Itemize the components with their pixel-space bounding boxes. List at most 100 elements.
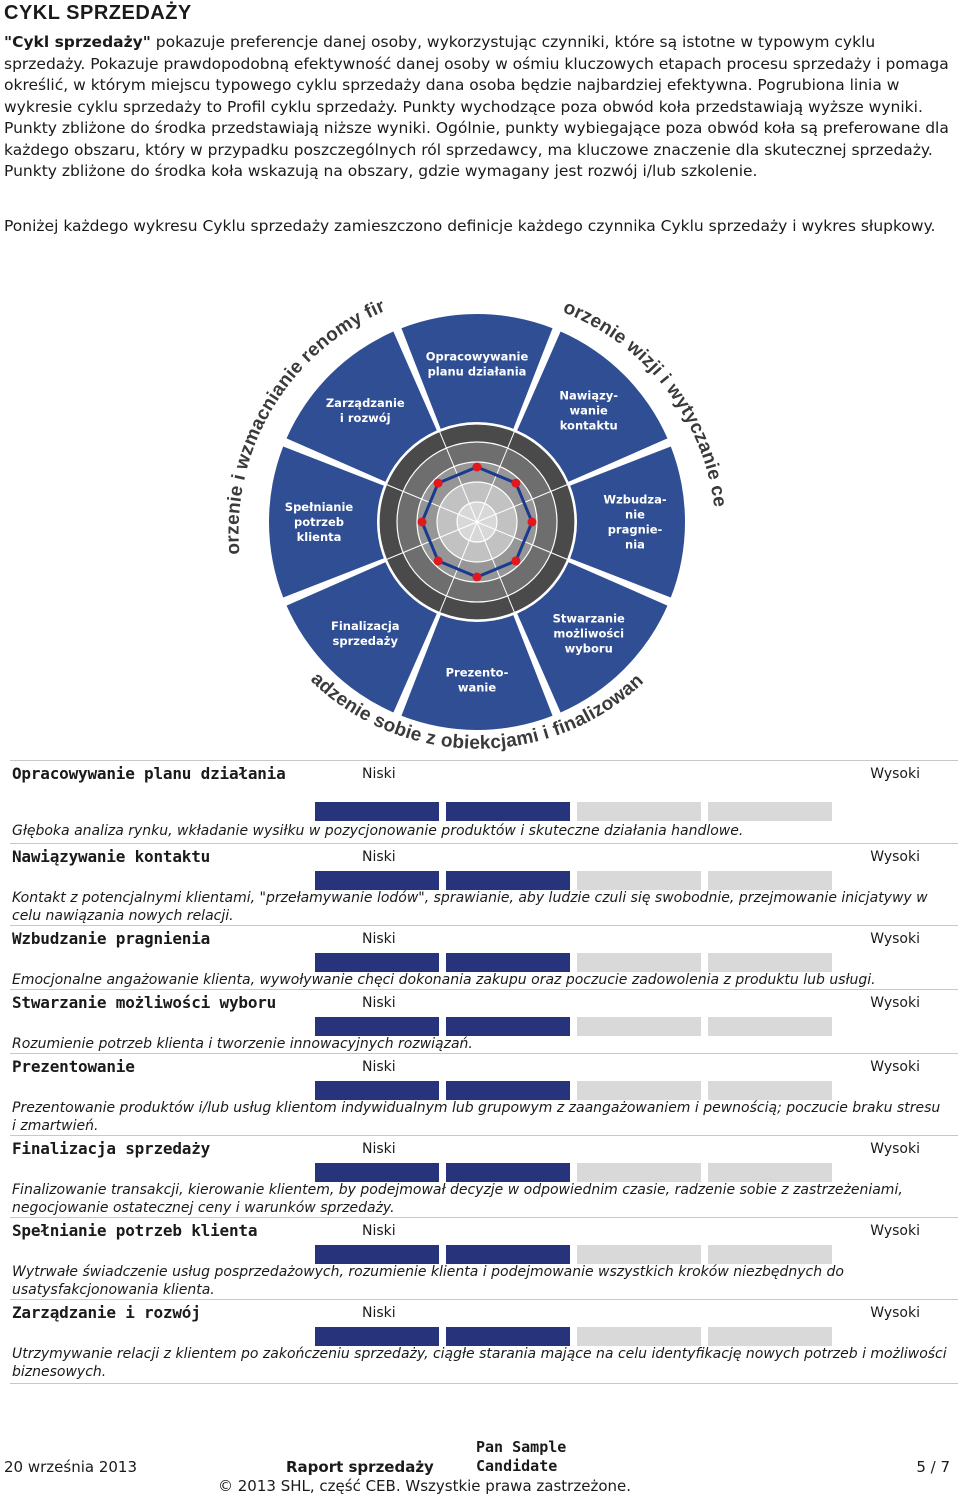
factor-name: Finalizacja sprzedaży bbox=[12, 1139, 211, 1158]
bar-segment bbox=[708, 1327, 832, 1346]
bar-segment bbox=[446, 1081, 570, 1100]
wheel-spoke bbox=[476, 521, 515, 613]
scale-high-label: Wysoki bbox=[870, 931, 920, 947]
factor-name: Zarządzanie i rozwój bbox=[12, 1303, 201, 1322]
wheel-segment bbox=[286, 562, 437, 713]
bar-segment bbox=[577, 1017, 701, 1036]
profile-line bbox=[417, 462, 537, 582]
scale-low-label: Niski bbox=[362, 1223, 396, 1239]
factor-description: Emocjonalne angażowanie klienta, wywoływ… bbox=[12, 972, 876, 988]
factor-description: Utrzymywanie relacji z klientem po zakoń… bbox=[12, 1346, 947, 1380]
factor-bar bbox=[315, 1163, 832, 1182]
bar-segment bbox=[446, 1245, 570, 1264]
bar-segment bbox=[577, 871, 701, 890]
factor-bar bbox=[315, 871, 832, 890]
wheel-spoke bbox=[476, 521, 568, 560]
wheel-segment-label: Prezento-wanie bbox=[446, 666, 509, 695]
factor-bar bbox=[315, 1245, 832, 1264]
wheel-spoke bbox=[439, 431, 478, 523]
wheel-spoke bbox=[476, 431, 515, 523]
wheel-segments bbox=[269, 314, 685, 730]
scale-high-label: Wysoki bbox=[870, 1223, 920, 1239]
profile-point bbox=[472, 572, 482, 582]
divider bbox=[10, 1217, 958, 1218]
factor-description: Kontakt z potencjalnymi klientami, "prze… bbox=[12, 890, 928, 924]
footer-name-line2: Candidate bbox=[476, 1457, 558, 1475]
wheel-spoke bbox=[439, 521, 478, 613]
factor-name: Prezentowanie bbox=[12, 1057, 135, 1076]
factor-bar bbox=[315, 1017, 832, 1036]
intro-paragraph: "Cykl sprzedaży" pokazuje preferencje da… bbox=[4, 32, 954, 183]
bar-segment bbox=[708, 953, 832, 972]
intro-note: Poniżej każdego wykresu Cyklu sprzedaży … bbox=[4, 217, 936, 235]
bar-segment bbox=[577, 953, 701, 972]
factor-bar bbox=[315, 1327, 832, 1346]
page-title: CYKL SPRZEDAŻY bbox=[4, 2, 192, 24]
divider bbox=[10, 925, 958, 926]
factor-name: Wzbudzanie pragnienia bbox=[12, 929, 211, 948]
profile-point bbox=[511, 556, 521, 566]
profile-point bbox=[511, 478, 521, 488]
scale-high-label: Wysoki bbox=[870, 995, 920, 1011]
divider bbox=[10, 843, 958, 844]
scale-low-label: Niski bbox=[362, 995, 396, 1011]
divider bbox=[10, 1135, 958, 1136]
wheel-segment bbox=[269, 446, 384, 598]
scale-low-label: Niski bbox=[362, 849, 396, 865]
bar-segment bbox=[315, 953, 439, 972]
bar-segment bbox=[446, 1327, 570, 1346]
wheel-rings bbox=[378, 423, 576, 621]
bar-segment bbox=[708, 871, 832, 890]
scale-high-label: Wysoki bbox=[870, 766, 920, 782]
scale-high-label: Wysoki bbox=[870, 1141, 920, 1157]
footer-candidate-name: Pan Sample Candidate bbox=[476, 1438, 566, 1476]
scale-high-label: Wysoki bbox=[870, 1305, 920, 1321]
bar-segment bbox=[577, 1245, 701, 1264]
scale-low-label: Niski bbox=[362, 931, 396, 947]
factor-description: Wytrwałe świadczenie usług posprzedażowy… bbox=[12, 1264, 844, 1298]
factor-name: Nawiązywanie kontaktu bbox=[12, 847, 211, 866]
bar-segment bbox=[446, 953, 570, 972]
bar-segment bbox=[577, 802, 701, 821]
bar-segment bbox=[315, 1163, 439, 1182]
bar-segment bbox=[577, 1327, 701, 1346]
bar-segment bbox=[708, 1017, 832, 1036]
scale-low-label: Niski bbox=[362, 1141, 396, 1157]
factor-description: Rozumienie potrzeb klienta i tworzenie i… bbox=[12, 1036, 473, 1052]
factor-bar bbox=[315, 1081, 832, 1100]
profile-point bbox=[433, 478, 443, 488]
wheel-spoke bbox=[476, 484, 568, 523]
divider bbox=[10, 760, 958, 761]
bar-segment bbox=[315, 1081, 439, 1100]
scale-high-label: Wysoki bbox=[870, 1059, 920, 1075]
wheel-spoke bbox=[386, 484, 478, 523]
divider bbox=[10, 1299, 958, 1300]
bar-segment bbox=[708, 1081, 832, 1100]
scale-low-label: Niski bbox=[362, 1059, 396, 1075]
bar-segment bbox=[446, 871, 570, 890]
divider bbox=[10, 989, 958, 990]
wheel-segment bbox=[570, 446, 685, 598]
bar-segment bbox=[315, 802, 439, 821]
footer-name-line1: Pan Sample bbox=[476, 1438, 567, 1456]
profile-point bbox=[472, 462, 482, 472]
bar-segment bbox=[315, 1017, 439, 1036]
bar-segment bbox=[315, 871, 439, 890]
bar-segment bbox=[708, 802, 832, 821]
wheel-segment bbox=[401, 615, 553, 730]
factor-description: Finalizowanie transakcji, kierowanie kli… bbox=[12, 1182, 903, 1216]
bar-segment bbox=[446, 1017, 570, 1036]
factor-name: Stwarzanie możliwości wyboru bbox=[12, 993, 277, 1012]
intro-bold-term: "Cykl sprzedaży" bbox=[4, 33, 151, 51]
factor-description: Prezentowanie produktów i/lub usług klie… bbox=[12, 1100, 941, 1134]
intro-text: pokazuje preferencje danej osoby, wykorz… bbox=[4, 33, 949, 180]
scale-low-label: Niski bbox=[362, 766, 396, 782]
wheel-segment bbox=[286, 331, 437, 482]
profile-point bbox=[417, 517, 427, 527]
